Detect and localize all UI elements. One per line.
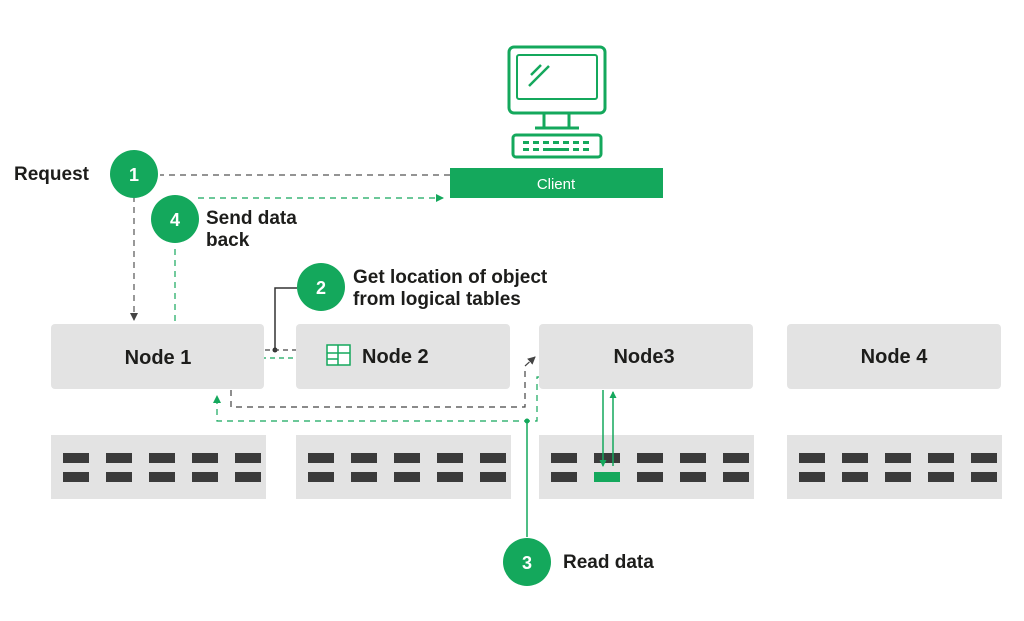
step-1-label: Request: [14, 164, 90, 185]
read-data-line-dot: [524, 418, 530, 424]
disk-block: [192, 472, 218, 482]
step-4-number: 4: [170, 210, 180, 230]
disk-block: [885, 453, 911, 463]
node-3-label: Node3: [613, 346, 674, 368]
step-1-badge: 1: [110, 150, 158, 198]
disk-block: [842, 453, 868, 463]
step-2-badge: 2: [297, 263, 345, 311]
disk-block: [308, 472, 334, 482]
disk-block: [63, 453, 89, 463]
step-2-label-line2: from logical tables: [353, 289, 521, 310]
disk-block: [480, 453, 506, 463]
disk-block: [551, 472, 577, 482]
disk-block: [192, 453, 218, 463]
disk-block: [842, 472, 868, 482]
disk-array-4: [787, 435, 1002, 499]
disk-block: [106, 453, 132, 463]
disk-block: [149, 453, 175, 463]
node-2-label: Node 2: [362, 346, 429, 368]
disk-array-2: [296, 435, 511, 499]
disk-block: [637, 472, 663, 482]
disk-block: [235, 453, 261, 463]
disk-block: [723, 472, 749, 482]
client-label: Client: [537, 176, 576, 193]
disk-block: [723, 453, 749, 463]
step-1-number: 1: [129, 165, 139, 185]
disk-block: [480, 472, 506, 482]
step-2-number: 2: [316, 278, 326, 298]
step-3-badge: 3: [503, 538, 551, 586]
node-3: Node3: [539, 324, 753, 389]
step-3-number: 3: [522, 553, 532, 573]
disk-block: [149, 472, 175, 482]
step-3-label: Read data: [563, 552, 654, 573]
disk-block: [799, 472, 825, 482]
disk-block: [351, 453, 377, 463]
disk-array-1: [51, 435, 266, 499]
disk-block: [63, 472, 89, 482]
disk-block: [394, 453, 420, 463]
step-4-badge: 4: [151, 195, 199, 243]
table-icon: [326, 344, 351, 366]
disk-block: [885, 472, 911, 482]
node-4-label: Node 4: [861, 346, 929, 368]
disk-block: [928, 453, 954, 463]
node1-to-node3-line: [230, 356, 536, 408]
disk-block: [594, 453, 620, 463]
disk-arrays: [51, 435, 1002, 499]
node-4: Node 4: [787, 324, 1001, 389]
disk-block: [437, 453, 463, 463]
disk-block: [928, 472, 954, 482]
keyboard-keys: [523, 141, 589, 151]
disk-block: [680, 453, 706, 463]
client-box: Client: [450, 168, 663, 198]
disk-block: [637, 453, 663, 463]
disk-block: [799, 453, 825, 463]
disk-block: [394, 472, 420, 482]
disk-block: [680, 472, 706, 482]
disk-block: [971, 472, 997, 482]
desktop-computer-icon: [507, 45, 607, 159]
disk-array-3: [539, 435, 754, 499]
step-4-label-line2: back: [206, 230, 250, 251]
disk-block: [235, 472, 261, 482]
active-disk-block: [594, 472, 620, 482]
node-1-label: Node 1: [125, 347, 192, 369]
step-2-label-line1: Get location of object: [353, 267, 548, 288]
node-2: Node 2: [296, 324, 510, 389]
location-line: [274, 287, 297, 350]
disk-block: [351, 472, 377, 482]
node-1: Node 1: [51, 324, 264, 389]
disk-block: [106, 472, 132, 482]
disk-block: [971, 453, 997, 463]
node3-to-node1-line: [213, 376, 552, 422]
disk-block: [437, 472, 463, 482]
disk-block: [551, 453, 577, 463]
step-4-label-line1: Send data: [206, 208, 297, 229]
disk-block: [308, 453, 334, 463]
